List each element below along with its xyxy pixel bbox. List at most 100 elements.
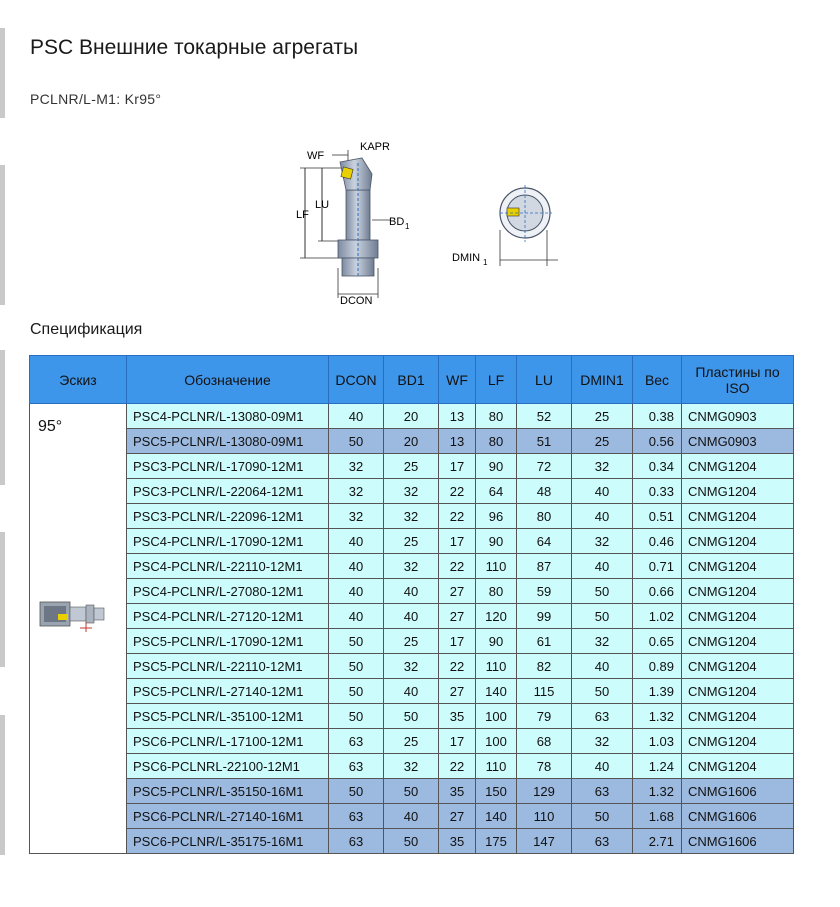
header-designation: Обозначение [126,355,329,404]
cell-wf: 22 [438,653,476,679]
cell-wf: 17 [438,628,476,654]
tool-end-view-drawing: DMIN 1 [452,185,558,267]
cell-dcon: 50 [328,628,384,654]
cell-insert: CNMG1204 [681,453,794,479]
cell-lf: 100 [475,703,517,729]
cell-lf: 110 [475,753,517,779]
cell-weight: 0.51 [632,503,682,529]
cell-lf: 110 [475,553,517,579]
cell-bd1: 25 [383,628,439,654]
cell-weight: 1.02 [632,603,682,629]
cell-weight: 1.32 [632,778,682,804]
cell-dmin1: 32 [571,528,633,554]
label-bd1-sub: 1 [405,222,410,231]
cell-lu: 80 [516,503,572,529]
cell-weight: 1.39 [632,678,682,704]
cell-lf: 90 [475,528,517,554]
cell-lu: 51 [516,428,572,454]
cell-dmin1: 50 [571,803,633,829]
cell-insert: CNMG1204 [681,553,794,579]
header-dcon: DCON [328,355,384,404]
cell-wf: 22 [438,753,476,779]
cell-weight: 0.34 [632,453,682,479]
cell-wf: 17 [438,453,476,479]
cell-wf: 17 [438,528,476,554]
cell-lf: 120 [475,603,517,629]
cell-dcon: 40 [328,578,384,604]
cell-bd1: 25 [383,528,439,554]
cell-weight: 0.38 [632,403,682,429]
cell-designation: PSC4-PCLNR/L-27120-12M1 [126,603,329,629]
cell-bd1: 50 [383,778,439,804]
cell-dcon: 50 [328,778,384,804]
cell-insert: CNMG0903 [681,428,794,454]
cell-dmin1: 63 [571,828,633,854]
cell-lf: 175 [475,828,517,854]
cell-dmin1: 63 [571,703,633,729]
cell-dcon: 63 [328,803,384,829]
cell-lu: 68 [516,728,572,754]
cell-dcon: 32 [328,503,384,529]
cell-lu: 147 [516,828,572,854]
cell-weight: 0.56 [632,428,682,454]
cell-bd1: 50 [383,828,439,854]
cell-bd1: 25 [383,453,439,479]
cell-designation: PSC5-PCLNR/L-35100-12M1 [126,703,329,729]
cell-wf: 22 [438,503,476,529]
cell-bd1: 40 [383,678,439,704]
cell-wf: 27 [438,803,476,829]
edge-bar [0,532,5,667]
cell-bd1: 20 [383,428,439,454]
tool-side-view-drawing: WF KAPR LU LF BD 1 DCON [296,141,410,307]
cell-insert: CNMG1204 [681,728,794,754]
cell-bd1: 40 [383,578,439,604]
cell-insert: CNMG1204 [681,678,794,704]
cell-lu: 78 [516,753,572,779]
cell-designation: PSC6-PCLNR/L-17100-12M1 [126,728,329,754]
cell-lu: 64 [516,528,572,554]
cell-lu: 72 [516,453,572,479]
cell-weight: 0.33 [632,478,682,504]
cell-wf: 13 [438,403,476,429]
cell-dmin1: 63 [571,778,633,804]
cell-dcon: 40 [328,403,384,429]
cell-dcon: 32 [328,478,384,504]
cell-designation: PSC6-PCLNR/L-35175-16M1 [126,828,329,854]
cell-insert: CNMG1204 [681,703,794,729]
header-inserts-line2: ISO [725,379,750,396]
cell-dmin1: 40 [571,478,633,504]
edge-bar [0,28,5,118]
cell-lu: 52 [516,403,572,429]
cell-dmin1: 40 [571,753,633,779]
cell-bd1: 32 [383,478,439,504]
cell-dmin1: 50 [571,578,633,604]
cell-wf: 22 [438,478,476,504]
cell-insert: CNMG0903 [681,403,794,429]
page-title: PSC Внешние токарные агрегаты [30,36,359,59]
cell-bd1: 40 [383,803,439,829]
cell-designation: PSC5-PCLNR/L-17090-12M1 [126,628,329,654]
cell-weight: 0.46 [632,528,682,554]
cell-designation: PSC4-PCLNR/L-17090-12M1 [126,528,329,554]
cell-bd1: 32 [383,553,439,579]
cell-insert: CNMG1204 [681,478,794,504]
cell-insert: CNMG1204 [681,753,794,779]
header-wf: WF [438,355,476,404]
cell-weight: 0.89 [632,653,682,679]
cell-lu: 110 [516,803,572,829]
cell-dcon: 50 [328,653,384,679]
cell-insert: CNMG1204 [681,603,794,629]
header-lu: LU [516,355,572,404]
cell-dmin1: 50 [571,678,633,704]
edge-bar [0,350,5,485]
cell-lu: 99 [516,603,572,629]
cell-bd1: 32 [383,653,439,679]
